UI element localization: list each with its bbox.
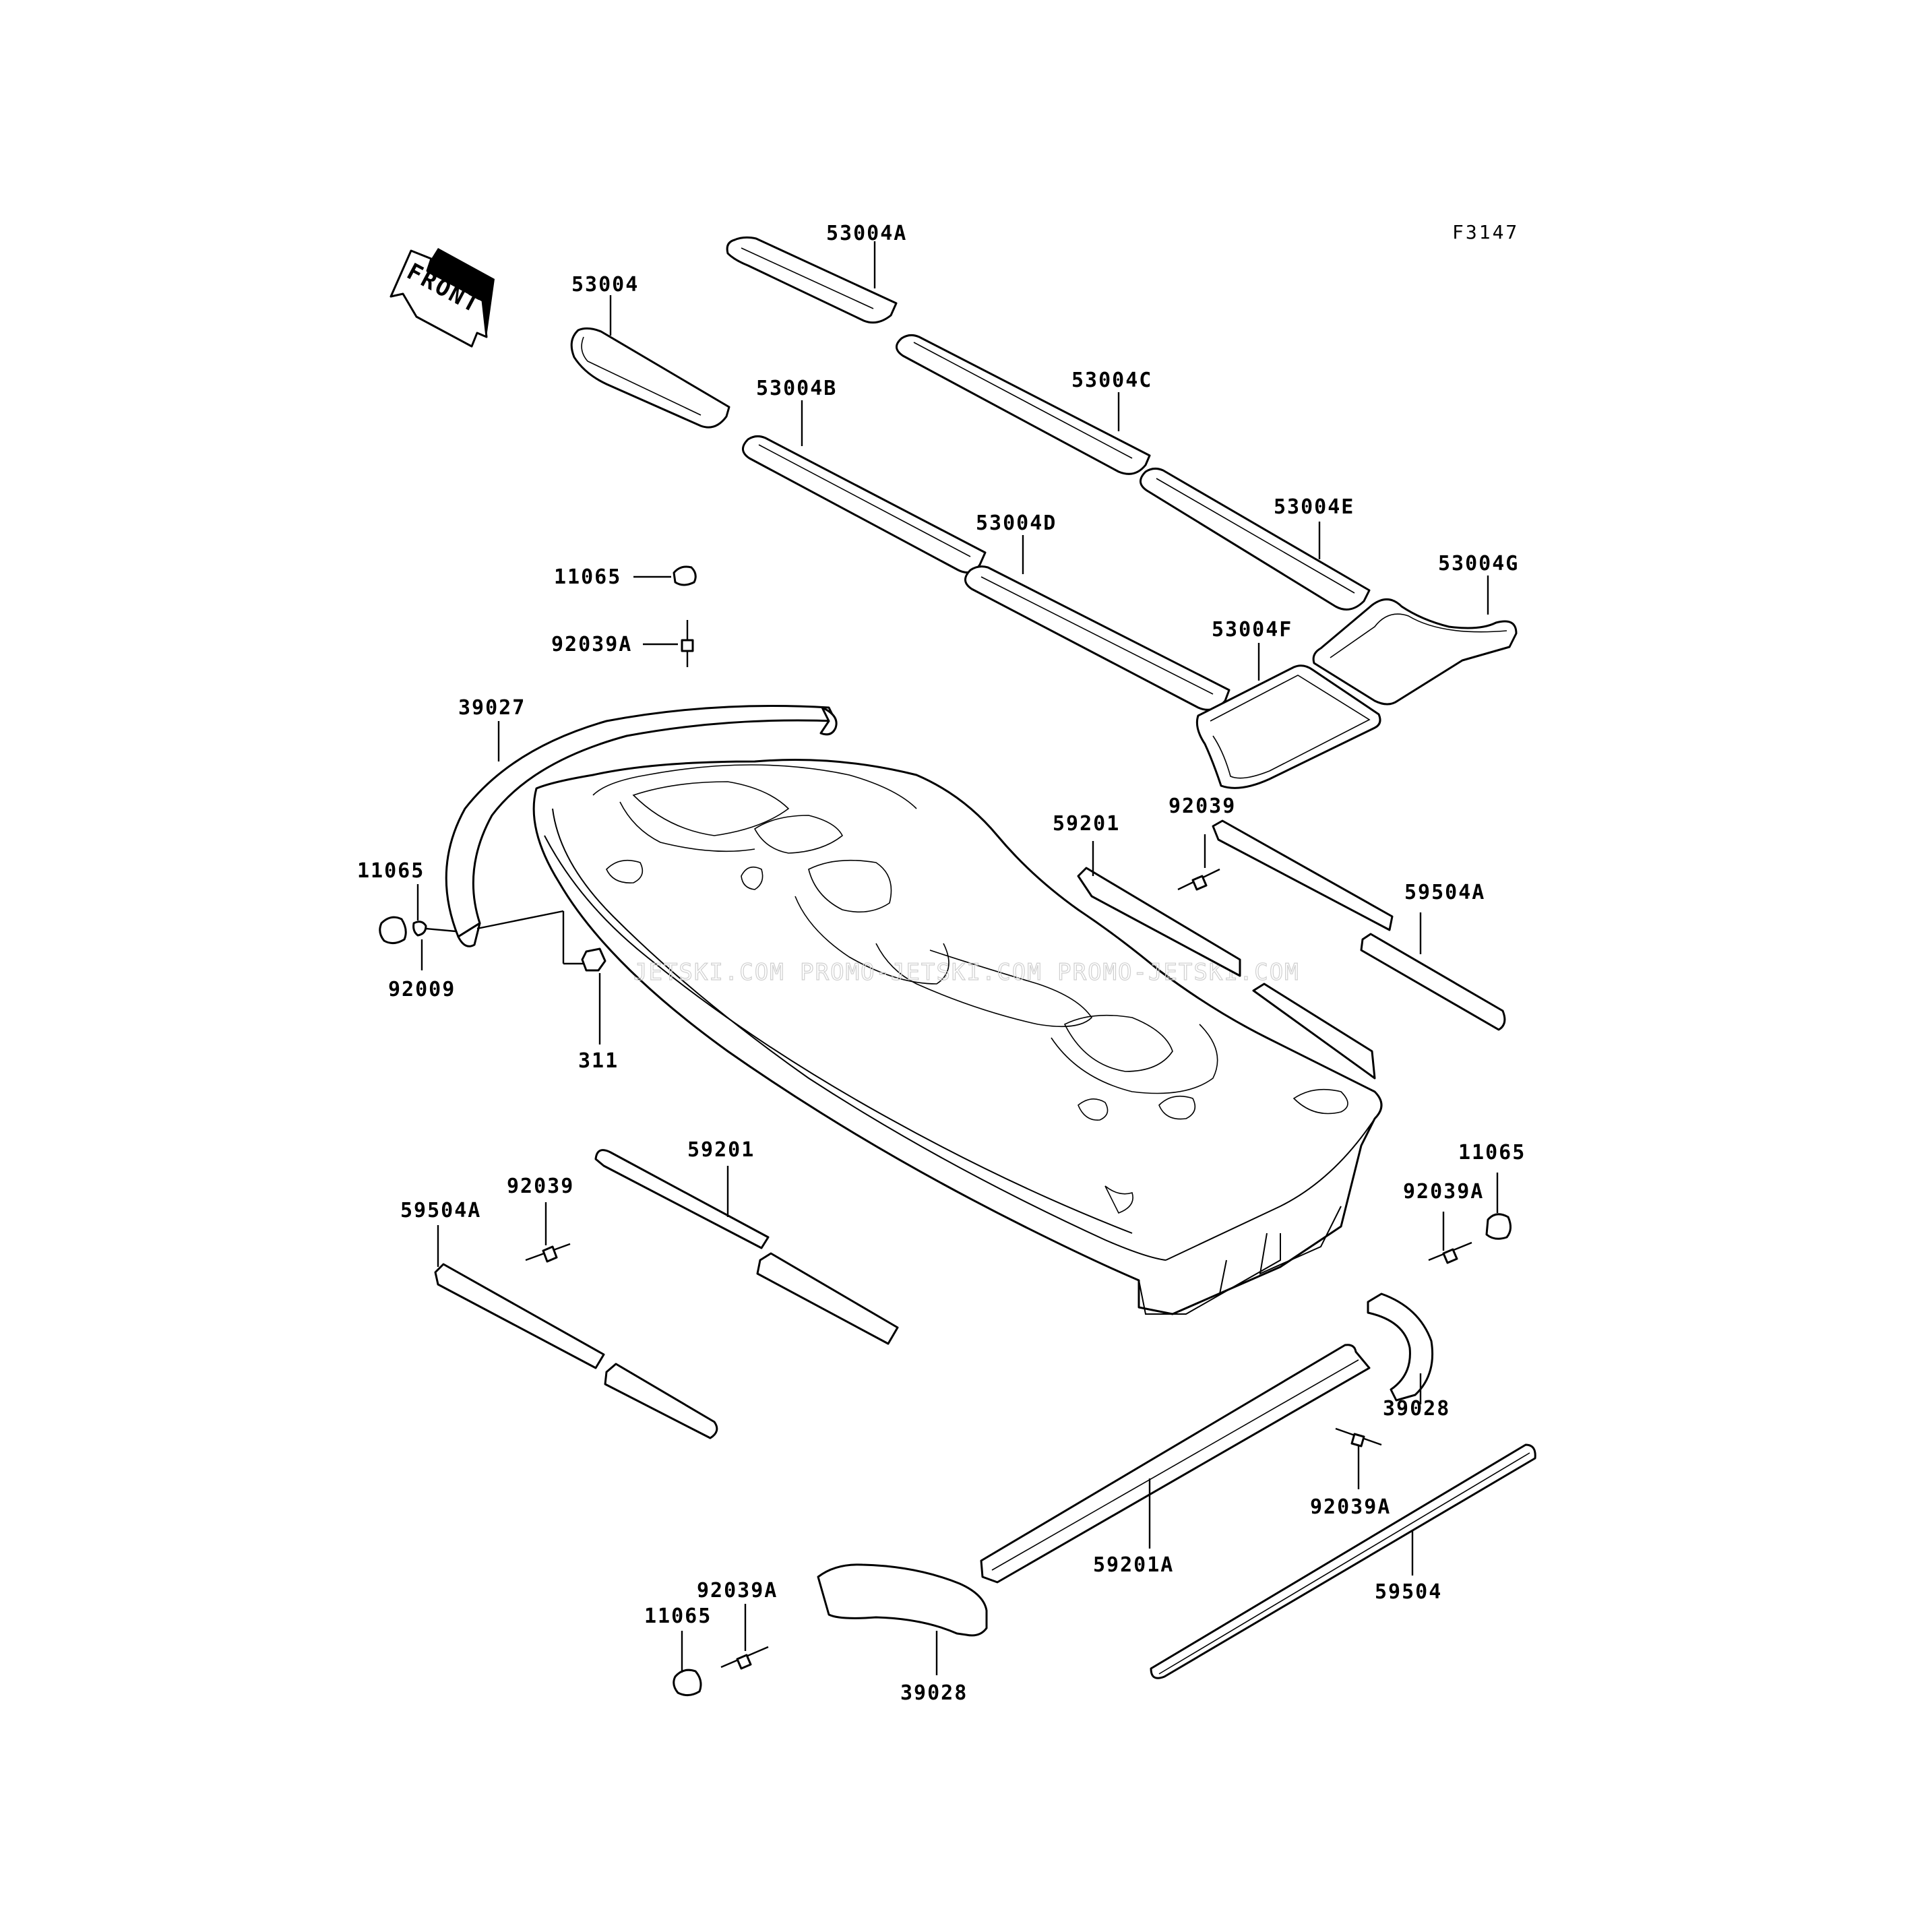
label-59504A-right: 59504A: [1404, 881, 1485, 904]
front-arrow-icon: FRONT: [389, 248, 495, 348]
label-53004E: 53004E: [1274, 495, 1354, 519]
bumper-39028-right: [1367, 1292, 1434, 1402]
hull: [532, 759, 1383, 1315]
mat-53004D: [964, 565, 1230, 711]
rail-59201-right: [1077, 867, 1376, 1080]
bolt-92009-icon: [412, 921, 456, 937]
rail-59504A-left: [434, 1263, 718, 1439]
label-53004: 53004: [571, 273, 639, 297]
label-53004C: 53004C: [1071, 369, 1152, 392]
label-92039A-mid: 92039A: [1310, 1495, 1391, 1519]
mat-53004: [570, 327, 730, 429]
label-92039A-right: 92039A: [1403, 1180, 1484, 1204]
label-53004A: 53004A: [826, 222, 907, 245]
nut-311-icon: [581, 947, 606, 972]
label-59504A-left: 59504A: [400, 1199, 481, 1222]
rail-59504: [1150, 1443, 1536, 1679]
label-59201A: 59201A: [1093, 1553, 1174, 1577]
cap-11065-top-icon: [673, 565, 697, 586]
label-59504: 59504: [1375, 1580, 1442, 1604]
bumper-39028-bottom: [817, 1563, 988, 1637]
label-11065-right: 11065: [1458, 1141, 1526, 1164]
label-39028-bottom: 39028: [900, 1681, 968, 1705]
rivet-92039A-bottom-icon: [720, 1646, 769, 1670]
label-11065-top: 11065: [554, 565, 621, 589]
label-53004G: 53004G: [1438, 552, 1519, 575]
label-92039-left: 92039: [507, 1175, 574, 1198]
mat-53004C: [896, 334, 1151, 475]
label-92009: 92009: [388, 978, 456, 1001]
rivet-92039A-mid-icon: [1335, 1427, 1382, 1447]
rail-39027: [445, 705, 838, 947]
mat-53004B: [742, 435, 987, 574]
label-311: 311: [578, 1049, 619, 1073]
mat-53004E: [1140, 467, 1371, 611]
mat-53004F: [1195, 664, 1381, 789]
label-53004D: 53004D: [976, 511, 1057, 535]
rivet-92039A-right-icon: [1428, 1241, 1472, 1264]
rivet-92039A-top-icon: [681, 620, 694, 667]
label-53004B: 53004B: [756, 377, 837, 400]
mat-53004G: [1312, 598, 1518, 706]
rivet-92039-left-icon: [525, 1243, 571, 1263]
rail-59201A: [980, 1344, 1371, 1584]
label-59201-right: 59201: [1053, 812, 1120, 836]
label-92039-right: 92039: [1168, 794, 1236, 818]
mat-53004A: [726, 236, 898, 324]
cap-11065-bottom-icon: [673, 1669, 702, 1696]
rail-59504A-right: [1212, 819, 1506, 1031]
label-39027: 39027: [458, 696, 526, 720]
label-53004F: 53004F: [1212, 618, 1292, 642]
rivet-92039-right-icon: [1177, 868, 1220, 891]
label-11065-left: 11065: [357, 859, 425, 883]
cap-11065-right-icon: [1485, 1213, 1512, 1240]
label-59201-left: 59201: [687, 1138, 755, 1162]
label-92039A-bottom: 92039A: [697, 1579, 778, 1602]
label-39028-right: 39028: [1383, 1397, 1450, 1421]
leader-lines: [416, 241, 1499, 1675]
cap-11065-left-icon: [379, 916, 407, 944]
label-92039A-top: 92039A: [551, 633, 632, 656]
diagram-code: F3147: [1452, 221, 1519, 243]
watermark: JETSKI.COM PROMO-JETSKI.COM PROMO-JETSKI…: [633, 959, 1300, 986]
label-11065-bottom: 11065: [644, 1604, 712, 1628]
rail-59201-left: [594, 1149, 899, 1345]
